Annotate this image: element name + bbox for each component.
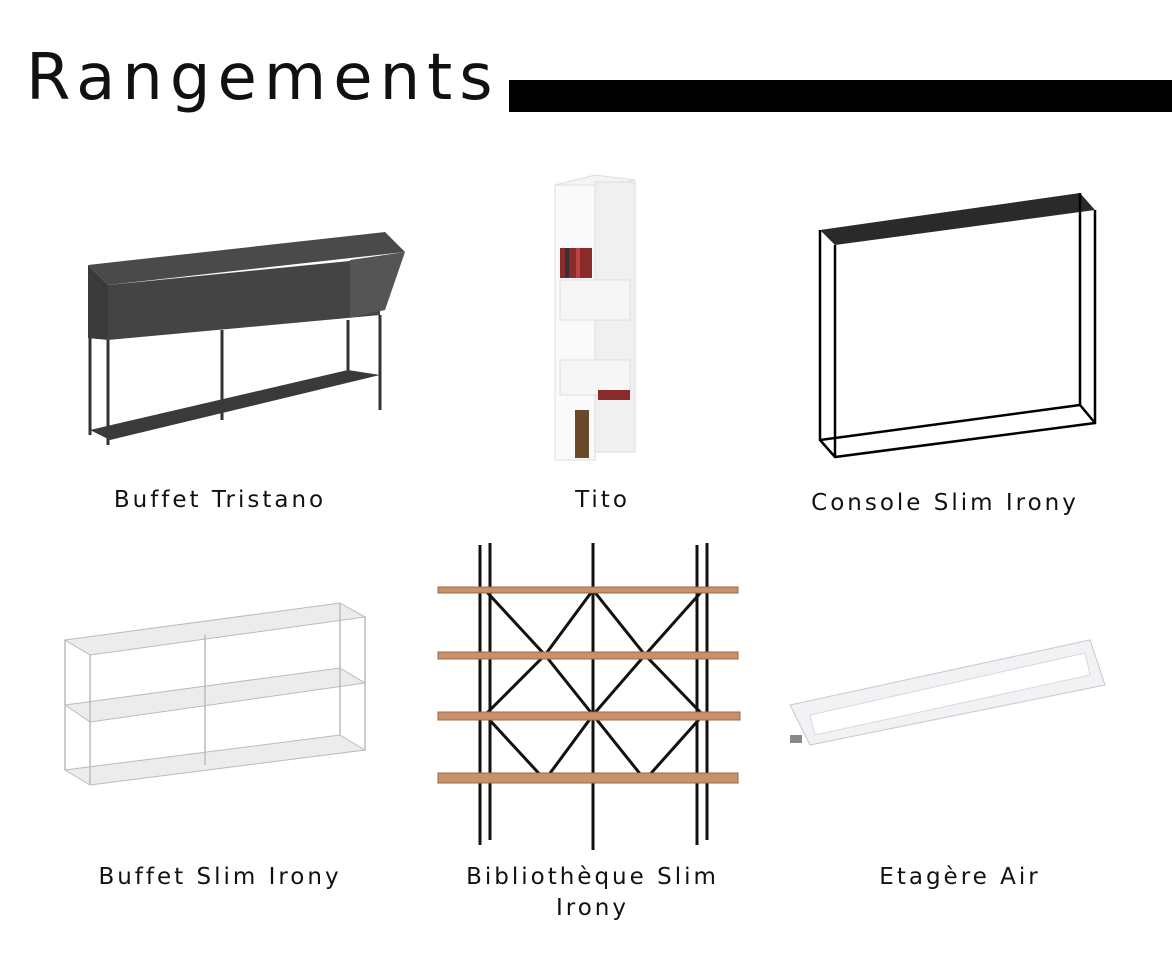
product-image-tito[interactable] — [540, 170, 640, 465]
title-divider-bar — [509, 80, 1172, 112]
product-image-bibliotheque-slim-irony[interactable] — [435, 540, 745, 852]
product-label: Buffet Tristano — [113, 487, 327, 513]
product-label: Bibliothèque Slim Irony — [466, 864, 719, 921]
product-label: Tito — [575, 487, 630, 513]
product-image-console-slim-irony[interactable] — [810, 185, 1105, 465]
product-label: Buffet Slim Irony — [98, 864, 342, 890]
product-label: Console Slim Irony — [811, 490, 1079, 516]
page-title: Rangements — [26, 41, 500, 115]
product-image-buffet-tristano[interactable] — [80, 220, 420, 450]
product-image-etagere-air[interactable] — [785, 635, 1110, 750]
product-label: Etagère Air — [879, 864, 1041, 890]
product-image-buffet-slim-irony[interactable] — [60, 595, 370, 795]
